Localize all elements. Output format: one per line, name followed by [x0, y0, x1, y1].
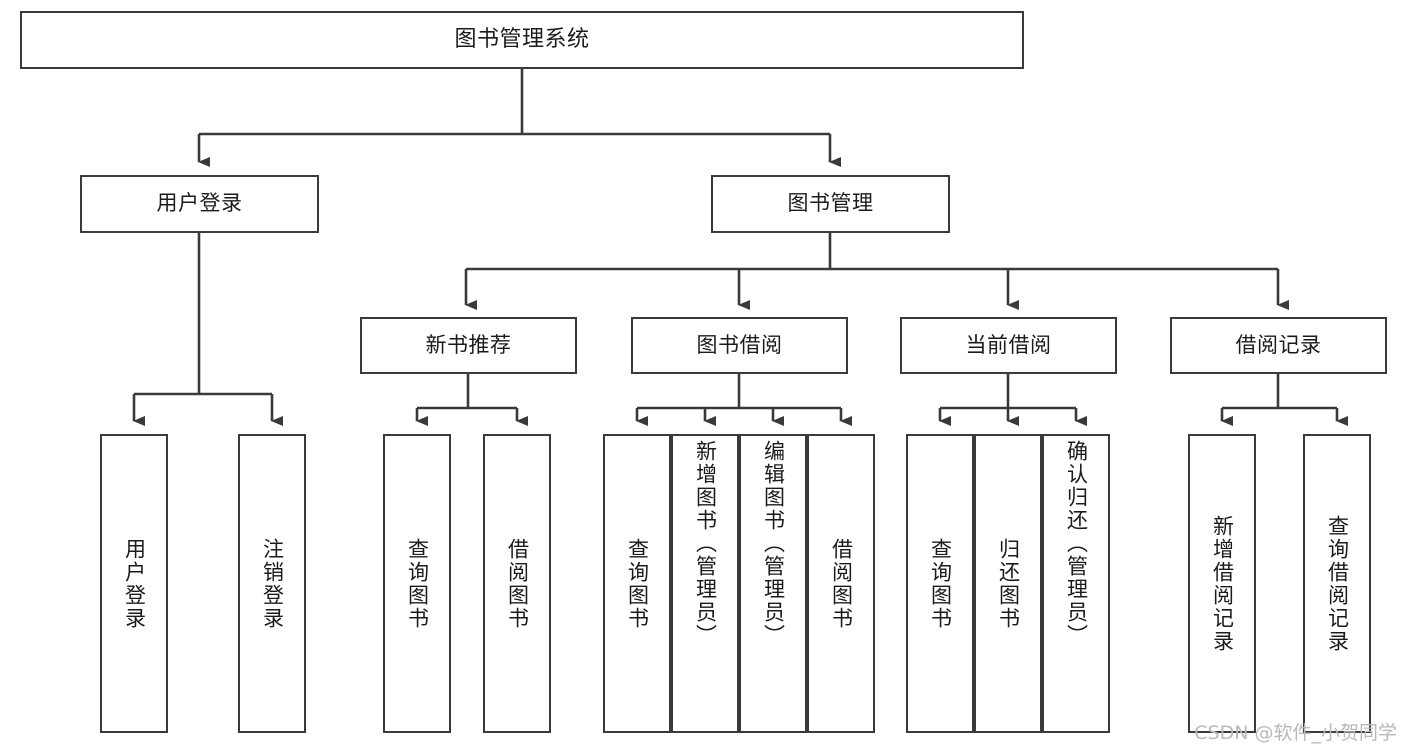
node-label: 注销登录 — [260, 537, 285, 630]
node-book-management[interactable]: 图书管理 — [711, 175, 950, 233]
watermark: CSDN @软件_小贺同学 — [1194, 722, 1397, 744]
node-label: 用户登录 — [156, 191, 243, 216]
leaf-confirm-return-admin[interactable]: 确认归还（管理员） — [1042, 434, 1110, 733]
node-new-book-recommend[interactable]: 新书推荐 — [360, 317, 577, 374]
node-label: 用户登录 — [122, 537, 147, 630]
node-label: 归还图书 — [996, 537, 1021, 630]
leaf-borrow-book[interactable]: 借阅图书 — [807, 434, 875, 733]
node-label: 图书管理 — [787, 191, 874, 216]
node-label: 编辑图书（管理员） — [761, 440, 786, 647]
node-label: 当前借阅 — [965, 332, 1052, 357]
node-label: 查询图书 — [405, 537, 430, 630]
leaf-query-borrow-record[interactable]: 查询借阅记录 — [1303, 434, 1371, 733]
leaf-query-book-borrow[interactable]: 查询图书 — [603, 434, 671, 733]
node-label: 确认归还（管理员） — [1064, 440, 1089, 647]
leaf-query-book-current[interactable]: 查询图书 — [906, 434, 974, 733]
node-label: 借阅图书 — [829, 537, 854, 630]
leaf-return-book[interactable]: 归还图书 — [974, 434, 1042, 733]
node-label: 借阅记录 — [1235, 332, 1322, 357]
leaf-borrow-book-recommend[interactable]: 借阅图书 — [483, 434, 551, 733]
leaf-user-login[interactable]: 用户登录 — [100, 434, 168, 733]
node-label: 查询图书 — [625, 537, 650, 630]
node-current-borrow[interactable]: 当前借阅 — [900, 317, 1117, 374]
leaf-add-borrow-record[interactable]: 新增借阅记录 — [1188, 434, 1256, 733]
node-label: 查询图书 — [928, 537, 953, 630]
node-book-borrow[interactable]: 图书借阅 — [631, 317, 848, 374]
node-label: 查询借阅记录 — [1325, 514, 1350, 653]
node-label: 新书推荐 — [425, 332, 512, 357]
leaf-add-book-admin[interactable]: 新增图书（管理员） — [671, 434, 739, 733]
node-label: 图书管理系统 — [454, 26, 590, 52]
leaf-query-book-recommend[interactable]: 查询图书 — [383, 434, 451, 733]
leaf-logout[interactable]: 注销登录 — [238, 434, 306, 733]
node-label: 借阅图书 — [505, 537, 530, 630]
leaf-edit-book-admin[interactable]: 编辑图书（管理员） — [739, 434, 807, 733]
node-user-login[interactable]: 用户登录 — [80, 175, 319, 233]
node-label: 新增图书（管理员） — [693, 440, 718, 647]
node-label: 图书借阅 — [696, 332, 783, 357]
node-root-book-management-system[interactable]: 图书管理系统 — [20, 11, 1024, 69]
node-borrow-record[interactable]: 借阅记录 — [1170, 317, 1387, 374]
node-label: 新增借阅记录 — [1210, 514, 1235, 653]
